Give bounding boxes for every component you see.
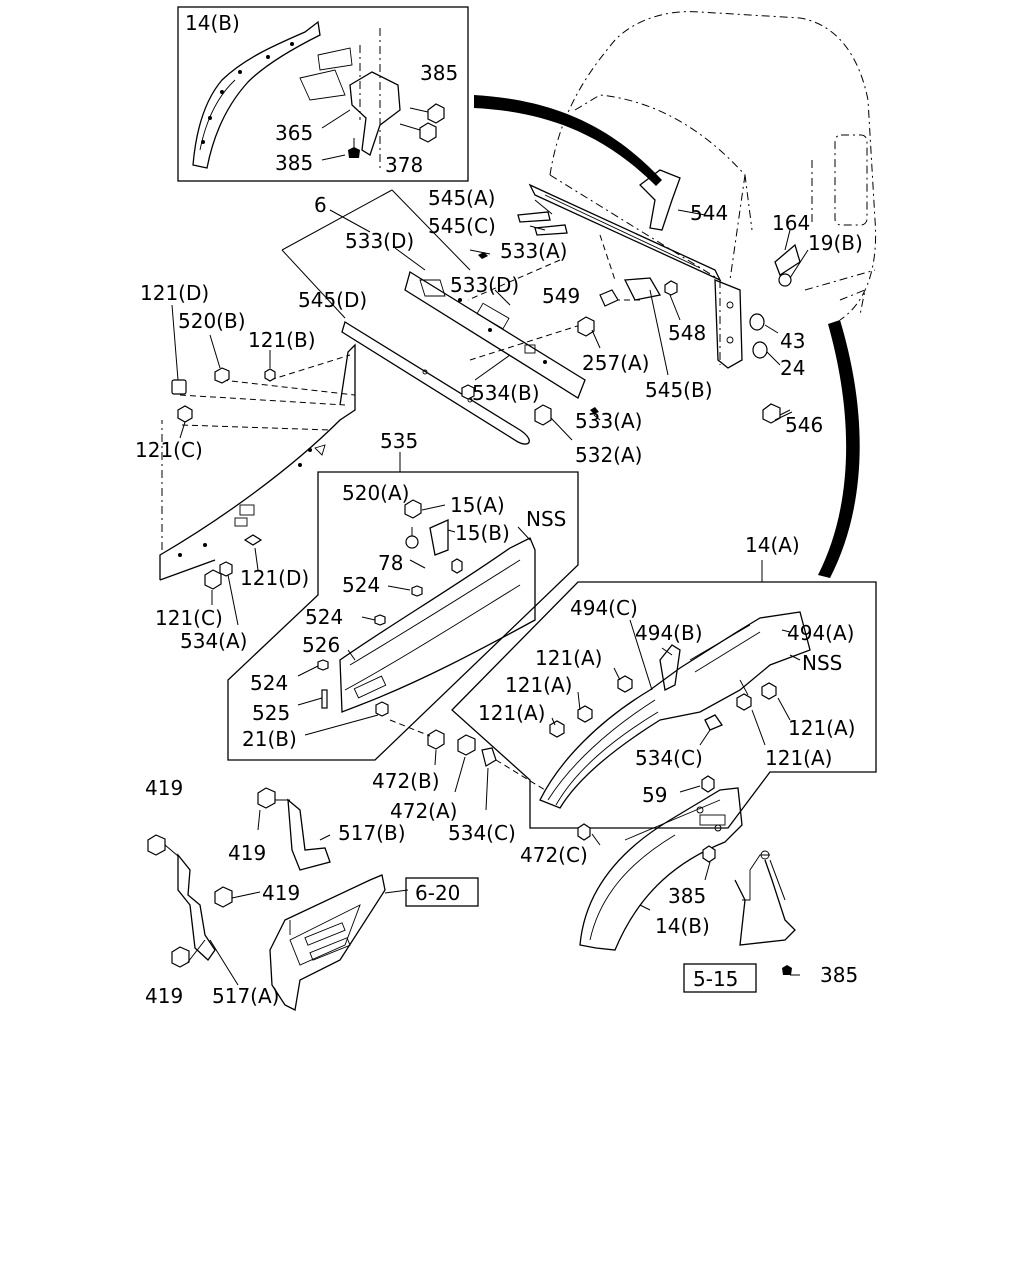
label-15b: 15(B) (455, 521, 510, 545)
left-mud-panel (159, 304, 356, 626)
label-385-low: 385 (668, 884, 706, 908)
bolt-472a-icon (457, 734, 476, 756)
label-121c-2: 121(C) (155, 606, 223, 630)
strip-545a (517, 211, 551, 223)
label-14b-low: 14(B) (655, 914, 710, 938)
label-121a-5: 121(A) (765, 746, 832, 770)
label-419-2: 419 (228, 841, 266, 865)
box-14a-detail (451, 560, 877, 829)
label-59: 59 (642, 783, 667, 807)
label-472c: 472(C) (520, 843, 588, 867)
strip-545d (341, 321, 530, 445)
label-385-top: 385 (420, 61, 458, 85)
callout-labels: 14(B) 385 365 385 378 545(A) 545(C) 544 … (135, 11, 863, 1008)
label-164: 164 (772, 211, 810, 235)
callout-arrow-right (818, 320, 860, 578)
step-assembly (147, 787, 479, 1011)
bolt-385-icon (409, 103, 445, 124)
strip-545c (534, 224, 568, 236)
front-panel-6 (281, 189, 586, 399)
label-43: 43 (780, 329, 805, 353)
label-472a: 472(A) (390, 799, 457, 823)
label-nss-2: NSS (802, 651, 842, 675)
label-78: 78 (378, 551, 403, 575)
label-121a-4: 121(A) (788, 716, 855, 740)
label-534c-1: 534(C) (635, 746, 703, 770)
side-bracket (714, 279, 743, 369)
label-121a-1: 121(A) (535, 646, 602, 670)
bolt-378-icon (399, 122, 437, 143)
label-14a: 14(A) (745, 533, 800, 557)
label-524-1: 524 (342, 573, 380, 597)
bolt-532a-icon (534, 404, 573, 441)
label-121b: 121(B) (248, 328, 316, 352)
label-533a-1: 533(A) (500, 239, 567, 263)
label-15a: 15(A) (450, 493, 505, 517)
label-419-4: 419 (145, 984, 183, 1008)
label-545c: 545(C) (428, 214, 496, 238)
clip-534c-icon (481, 747, 497, 767)
label-494b: 494(B) (635, 621, 703, 645)
label-526: 526 (302, 633, 340, 657)
label-535: 535 (380, 429, 418, 453)
label-524-2: 524 (305, 605, 343, 629)
label-533d-2: 533(D) (450, 273, 519, 297)
label-532a: 532(A) (575, 443, 642, 467)
label-nss-1: NSS (526, 507, 566, 531)
label-419-3: 419 (262, 881, 300, 905)
label-6: 6 (314, 193, 327, 217)
bolt-548-icon (664, 280, 678, 296)
label-533a-2: 533(A) (575, 409, 642, 433)
label-534a: 534(A) (180, 629, 247, 653)
label-14b-top: 14(B) (185, 11, 240, 35)
label-24: 24 (780, 356, 805, 380)
label-6-20: 6-20 (415, 881, 460, 905)
label-525: 525 (252, 701, 290, 725)
label-544: 544 (690, 201, 728, 225)
cab-outline (467, 11, 877, 365)
label-517b: 517(B) (338, 821, 406, 845)
label-534b: 534(B) (472, 381, 540, 405)
screw-534b-icon (461, 384, 475, 400)
label-545a: 545(A) (428, 186, 495, 210)
label-545d: 545(D) (298, 288, 367, 312)
box-535-detail (227, 452, 579, 766)
label-257a: 257(A) (582, 351, 649, 375)
label-494a: 494(A) (787, 621, 854, 645)
label-534c-2: 534(C) (448, 821, 516, 845)
label-533d-1: 533(D) (345, 229, 414, 253)
screw-385-icon (348, 138, 360, 158)
label-19b: 19(B) (808, 231, 863, 255)
label-385-mid: 385 (275, 151, 313, 175)
label-21b: 21(B) (242, 727, 297, 751)
label-520a: 520(A) (342, 481, 409, 505)
label-520b: 520(B) (178, 309, 246, 333)
label-378: 378 (385, 153, 423, 177)
label-121a-3: 121(A) (478, 701, 545, 725)
fender-14b-lower (577, 775, 800, 993)
label-524-3: 524 (250, 671, 288, 695)
inset-detail-14b (177, 6, 469, 182)
label-517a: 517(A) (212, 984, 279, 1008)
label-121c-1: 121(C) (135, 438, 203, 462)
label-121d-2: 121(D) (240, 566, 309, 590)
callout-arrow-top (474, 95, 662, 186)
label-545b: 545(B) (645, 378, 713, 402)
label-385-bot: 385 (820, 963, 858, 987)
label-549: 549 (542, 284, 580, 308)
bracket-544 (639, 169, 681, 231)
label-5-15: 5-15 (693, 967, 738, 991)
label-546: 546 (785, 413, 823, 437)
label-419-1: 419 (145, 776, 183, 800)
label-472b: 472(B) (372, 769, 440, 793)
label-365: 365 (275, 121, 313, 145)
label-121a-2: 121(A) (505, 673, 572, 697)
label-548: 548 (668, 321, 706, 345)
label-494c: 494(C) (570, 596, 638, 620)
label-121d-1: 121(D) (140, 281, 209, 305)
bolt-257a-icon (577, 316, 601, 349)
clip-549-icon (599, 289, 619, 307)
plate-164 (774, 243, 801, 276)
